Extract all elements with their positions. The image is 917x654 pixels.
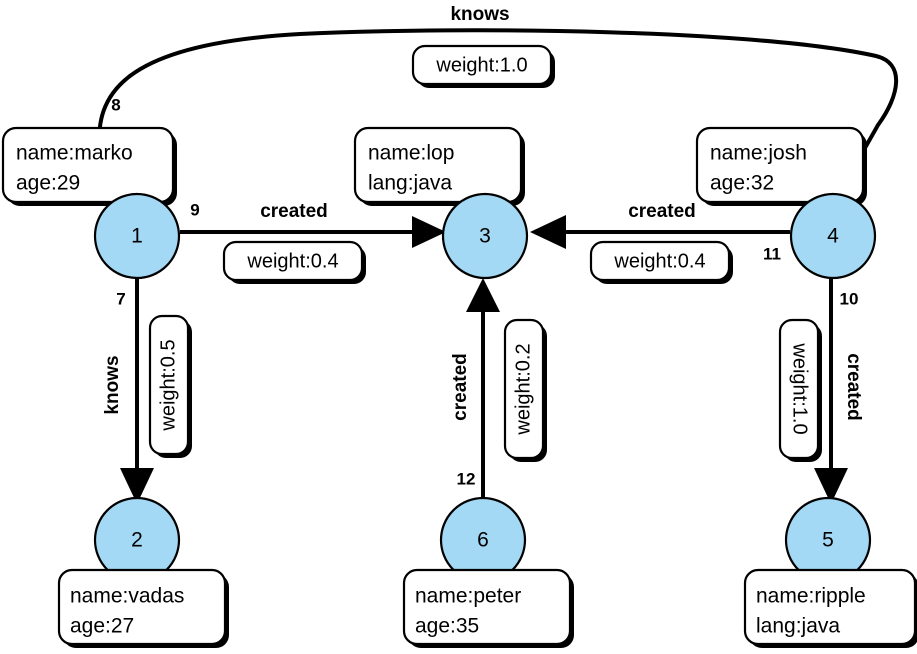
weight-box-edge-12-rect (503, 318, 545, 460)
property-box-node-5-line-2: lang:java (756, 615, 840, 638)
edge-8-label: knows (450, 4, 509, 25)
property-box-node-5[interactable]: name:ripple lang:java (743, 568, 917, 648)
node-4-circle (789, 192, 877, 280)
property-box-node-2[interactable]: name:vadas age:27 (57, 568, 229, 648)
property-box-node-1-line-2: age:29 (16, 172, 80, 195)
property-box-node-2-line-1: name:vadas (70, 585, 184, 608)
property-box-node-3[interactable]: name:lop lang:java (353, 126, 525, 206)
weight-box-edge-8[interactable]: weight:1.0 (411, 44, 555, 88)
weight-box-edge-9[interactable]: weight:0.4 (222, 240, 366, 284)
edge-11-label: created (628, 201, 696, 222)
weight-box-edge-8-text: weight:1.0 (435, 54, 527, 76)
property-box-node-6-line-1: name:peter (415, 585, 521, 608)
property-box-node-4-line-1: name:josh (710, 142, 807, 165)
property-box-node-2-rect (57, 568, 227, 646)
node-6-id: 6 (477, 529, 489, 552)
node-2-id: 2 (131, 529, 143, 552)
property-box-node-4-rect (695, 126, 865, 204)
property-box-node-5-rect (743, 568, 917, 646)
property-box-node-3-rect (353, 126, 523, 204)
property-box-node-3-line-1: name:lop (368, 142, 454, 165)
edge-7-knows[interactable]: 7 knows (102, 278, 154, 504)
weight-box-edge-11[interactable]: weight:0.4 (589, 240, 733, 284)
edge-9-created[interactable]: 9 created (180, 200, 446, 248)
property-box-node-4-line-2: age:32 (710, 172, 774, 195)
weight-box-edge-12[interactable]: weight:0.2 (503, 318, 547, 462)
property-box-node-4[interactable]: name:josh age:32 (695, 126, 867, 206)
property-box-node-1-rect (1, 126, 175, 204)
node-1-circle (93, 192, 181, 280)
property-box-node-1-line-1: name:marko (16, 142, 133, 165)
edge-12-arrowhead (466, 278, 500, 312)
edge-11-created[interactable]: 11 created (530, 201, 790, 263)
node-2[interactable]: 2 (93, 496, 181, 584)
weight-box-edge-12-text: weight:0.2 (512, 343, 534, 435)
edge-10-arrowhead (814, 468, 848, 504)
property-box-node-6-rect (402, 568, 572, 646)
weight-box-edge-11-rect (589, 240, 731, 282)
property-box-node-1[interactable]: name:marko age:29 (1, 126, 177, 206)
weight-box-edge-8-rect (411, 44, 553, 86)
edge-10-id: 10 (840, 289, 859, 308)
weight-box-edge-9-rect (222, 240, 364, 282)
edge-11-arrowhead (530, 215, 566, 249)
edge-9-label: created (260, 201, 328, 222)
weight-box-edge-9-text: weight:0.4 (246, 250, 338, 272)
weight-box-edge-10[interactable]: weight:1.0 (778, 318, 822, 462)
edge-10-label: created (843, 353, 864, 421)
property-box-node-6[interactable]: name:peter age:35 (402, 568, 574, 648)
edge-8-path (97, 28, 899, 179)
node-3-id: 3 (479, 225, 491, 248)
node-1-id: 1 (131, 225, 143, 248)
node-4-id: 4 (827, 225, 839, 248)
node-3-circle (441, 192, 529, 280)
node-3[interactable]: 3 (441, 192, 529, 280)
weight-box-edge-7-text: weight:0.5 (157, 339, 179, 431)
edge-12-label: created (450, 353, 471, 421)
property-box-node-3-line-2: lang:java (368, 172, 452, 195)
edge-12-id: 12 (457, 469, 476, 488)
edge-7-label: knows (102, 355, 123, 414)
weight-box-edge-11-text: weight:0.4 (613, 250, 705, 272)
edge-9-arrowhead (412, 216, 446, 248)
node-5-id: 5 (822, 529, 834, 552)
weight-box-edge-10-text: weight:1.0 (789, 342, 811, 434)
weight-box-edge-7-rect (148, 314, 190, 456)
edge-8-id: 8 (111, 95, 120, 114)
edge-9-id: 9 (190, 200, 199, 219)
edge-7-arrowhead (120, 468, 154, 504)
node-4[interactable]: 4 (789, 192, 877, 280)
edge-11-id: 11 (763, 244, 781, 263)
node-1[interactable]: 1 (93, 192, 181, 280)
weight-box-edge-7[interactable]: weight:0.5 (148, 314, 192, 458)
edge-10-created[interactable]: 10 created (814, 278, 864, 504)
weight-box-edge-10-rect (778, 318, 820, 460)
property-box-node-5-line-1: name:ripple (756, 585, 866, 608)
edge-12-created[interactable]: 12 created (450, 278, 500, 498)
edge-7-id: 7 (116, 289, 125, 308)
property-box-node-2-line-2: age:27 (70, 615, 134, 638)
property-box-node-6-line-2: age:35 (415, 615, 479, 638)
